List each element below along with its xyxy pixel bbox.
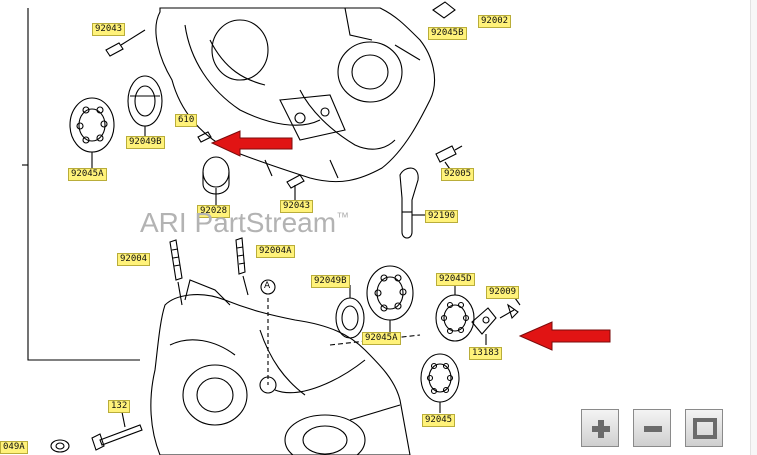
callout-92004a: 92004A	[256, 245, 295, 258]
watermark: ARI PartStream™	[140, 207, 350, 238]
frame-line	[27, 8, 140, 361]
upper-crankcase	[155, 7, 436, 183]
hose-92190	[399, 167, 419, 239]
bolt-92009	[499, 303, 519, 320]
callout-049a: 049A	[0, 441, 28, 454]
marker-a-label: A	[264, 281, 271, 291]
plus-icon	[592, 420, 610, 438]
plate-13183	[471, 307, 497, 335]
dowel-92043b	[286, 174, 305, 189]
square-frame-icon	[693, 418, 717, 439]
zoom-out-button[interactable]	[633, 409, 671, 447]
lower-crankcase	[150, 294, 411, 455]
callout-92043: 92043	[92, 23, 126, 36]
bearing-92045	[420, 353, 460, 403]
callout-610: 610	[175, 114, 198, 127]
minus-icon	[644, 426, 662, 432]
bolt-132	[99, 424, 143, 446]
red-arrow-upper	[210, 130, 293, 157]
callout-92049b-lower: 92049B	[311, 275, 350, 288]
callout-92043-lower: 92043	[280, 200, 314, 213]
dowel-92043	[105, 42, 124, 57]
callout-92045b: 92045B	[428, 27, 467, 40]
marker-a	[260, 279, 276, 295]
callout-13183: 13183	[469, 347, 503, 360]
callout-92009: 92009	[486, 286, 520, 299]
seal-92049b	[335, 297, 365, 339]
callout-92002: 92002	[478, 15, 512, 28]
callout-92045a-lower: 92045A	[362, 332, 401, 345]
callout-92005: 92005	[441, 168, 475, 181]
stud-92004	[169, 239, 183, 281]
right-edge-scrollbar[interactable]	[750, 0, 757, 455]
zoom-in-button[interactable]	[581, 409, 619, 447]
washer-049a	[50, 439, 70, 453]
stud-92004a	[235, 237, 246, 275]
collar-92028	[202, 156, 230, 188]
fit-window-button[interactable]	[685, 409, 723, 447]
callout-92045d: 92045D	[436, 273, 475, 286]
callout-92045: 92045	[422, 414, 456, 427]
callout-92049b: 92049B	[126, 136, 165, 149]
callout-92004: 92004	[117, 253, 151, 266]
pin-610	[197, 131, 212, 143]
callout-92190: 92190	[425, 210, 459, 223]
fitting-92005	[435, 145, 457, 163]
bearing-92049b	[127, 75, 163, 127]
callout-92028: 92028	[197, 205, 231, 218]
callout-92045a: 92045A	[68, 168, 107, 181]
callout-132: 132	[108, 400, 131, 413]
red-arrow-lower	[518, 321, 611, 351]
